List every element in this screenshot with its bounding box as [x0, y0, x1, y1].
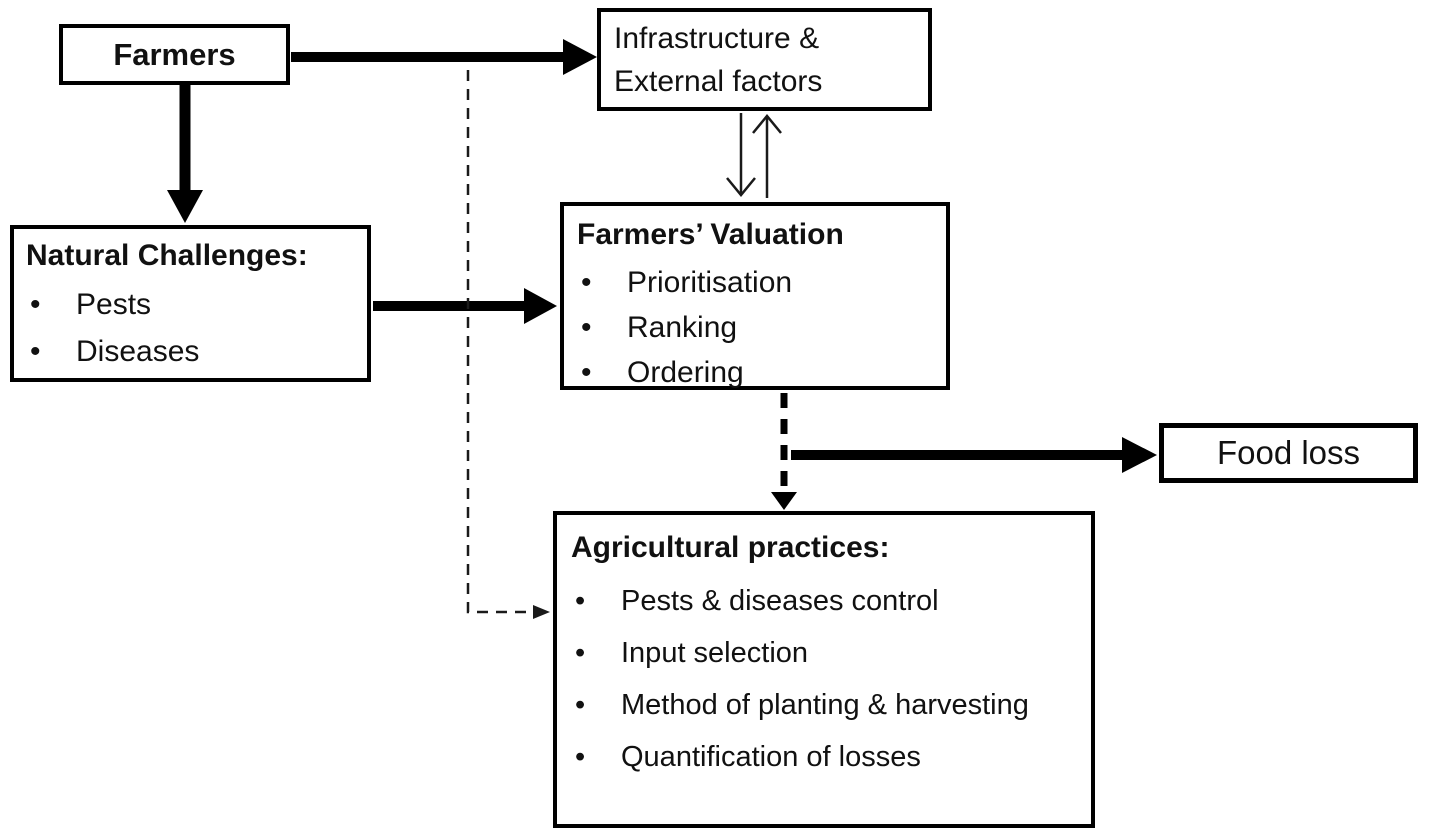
- arrow-farmers-to-agricultural-dashed: [466, 70, 550, 619]
- agricultural-practices-list: Pests & diseases control Input selection…: [571, 575, 1085, 783]
- natural-challenges-title: Natural Challenges:: [26, 239, 308, 272]
- list-item: Ordering: [577, 350, 940, 395]
- box-farmers-valuation: Farmers’ Valuation Prioritisation Rankin…: [560, 202, 950, 390]
- list-item: Input selection: [571, 627, 1085, 679]
- list-item-label: Diseases: [76, 335, 200, 368]
- arrow-valuation-to-food-loss: [791, 437, 1157, 473]
- list-item: Prioritisation: [577, 260, 940, 305]
- box-food-loss: Food loss: [1159, 423, 1418, 483]
- list-item: Diseases: [26, 328, 361, 375]
- farmers-title: Farmers: [113, 36, 236, 72]
- farmers-valuation-list: Prioritisation Ranking Ordering: [577, 260, 940, 395]
- list-item-label: Method of planting & harvesting: [621, 689, 1029, 721]
- list-item-label: Ordering: [627, 356, 744, 389]
- list-item-label: Pests: [76, 288, 152, 321]
- list-item: Quantification of losses: [571, 731, 1085, 783]
- list-item: Ranking: [577, 305, 940, 350]
- box-infrastructure: Infrastructure & External factors: [597, 8, 932, 111]
- box-natural-challenges: Natural Challenges: Pests Diseases: [10, 225, 371, 382]
- list-item: Pests: [26, 281, 361, 328]
- list-item-label: Pests & diseases control: [621, 585, 939, 617]
- agricultural-practices-title: Agricultural practices:: [571, 531, 890, 564]
- natural-challenges-list: Pests Diseases: [26, 281, 361, 375]
- arrow-farmers-to-natural-challenges: [167, 84, 203, 223]
- arrow-valuation-to-agricultural-dashed: [771, 393, 797, 510]
- list-item-label: Ranking: [627, 311, 738, 344]
- food-loss-title: Food loss: [1216, 434, 1361, 471]
- list-item-label: Prioritisation: [627, 266, 793, 299]
- farmers-valuation-title: Farmers’ Valuation: [577, 218, 844, 251]
- box-agricultural-practices: Agricultural practices: Pests & diseases…: [553, 511, 1095, 828]
- arrow-valuation-to-infrastructure-up: [752, 114, 782, 198]
- list-item-label: Quantification of losses: [621, 741, 921, 773]
- arrow-natural-challenges-to-valuation: [373, 288, 557, 324]
- list-item: Method of planting & harvesting: [571, 679, 1085, 731]
- infrastructure-title: Infrastructure & External factors: [614, 21, 823, 98]
- arrow-infrastructure-to-valuation-down: [726, 113, 756, 197]
- list-item: Pests & diseases control: [571, 575, 1085, 627]
- list-item-label: Input selection: [621, 637, 809, 669]
- arrow-farmers-to-infrastructure: [291, 39, 597, 75]
- box-farmers: Farmers: [59, 24, 290, 85]
